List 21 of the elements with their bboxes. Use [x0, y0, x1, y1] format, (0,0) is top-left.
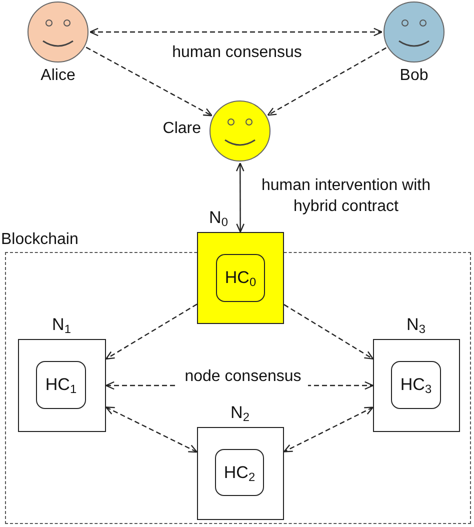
arrow [236, 162, 244, 233]
node-label: N$_{2}$ [230, 402, 250, 422]
arrow [89, 28, 383, 36]
contract-box: HC$_{0}$ [216, 254, 265, 302]
person-name: Alice [40, 67, 76, 85]
person-name: Clare [162, 120, 201, 138]
contract-box: HC$_{1}$ [36, 361, 86, 409]
arrow [267, 47, 386, 116]
edge-label: node consensus [178, 367, 308, 388]
arrow [105, 304, 198, 360]
contract-box: HC$_{2}$ [215, 449, 264, 496]
node-label: N$_{1}$ [51, 314, 72, 334]
person-name: Bob [400, 67, 428, 85]
node-label: N$_{3}$ [406, 314, 426, 334]
arrow [105, 406, 198, 453]
arrow [283, 406, 374, 452]
arrow [284, 304, 374, 360]
group-title: Blockchain [1, 231, 78, 249]
node-label: N$_{0}$ [208, 208, 229, 228]
contract-box: HC$_{3}$ [391, 361, 441, 409]
arrow [86, 46, 212, 116]
